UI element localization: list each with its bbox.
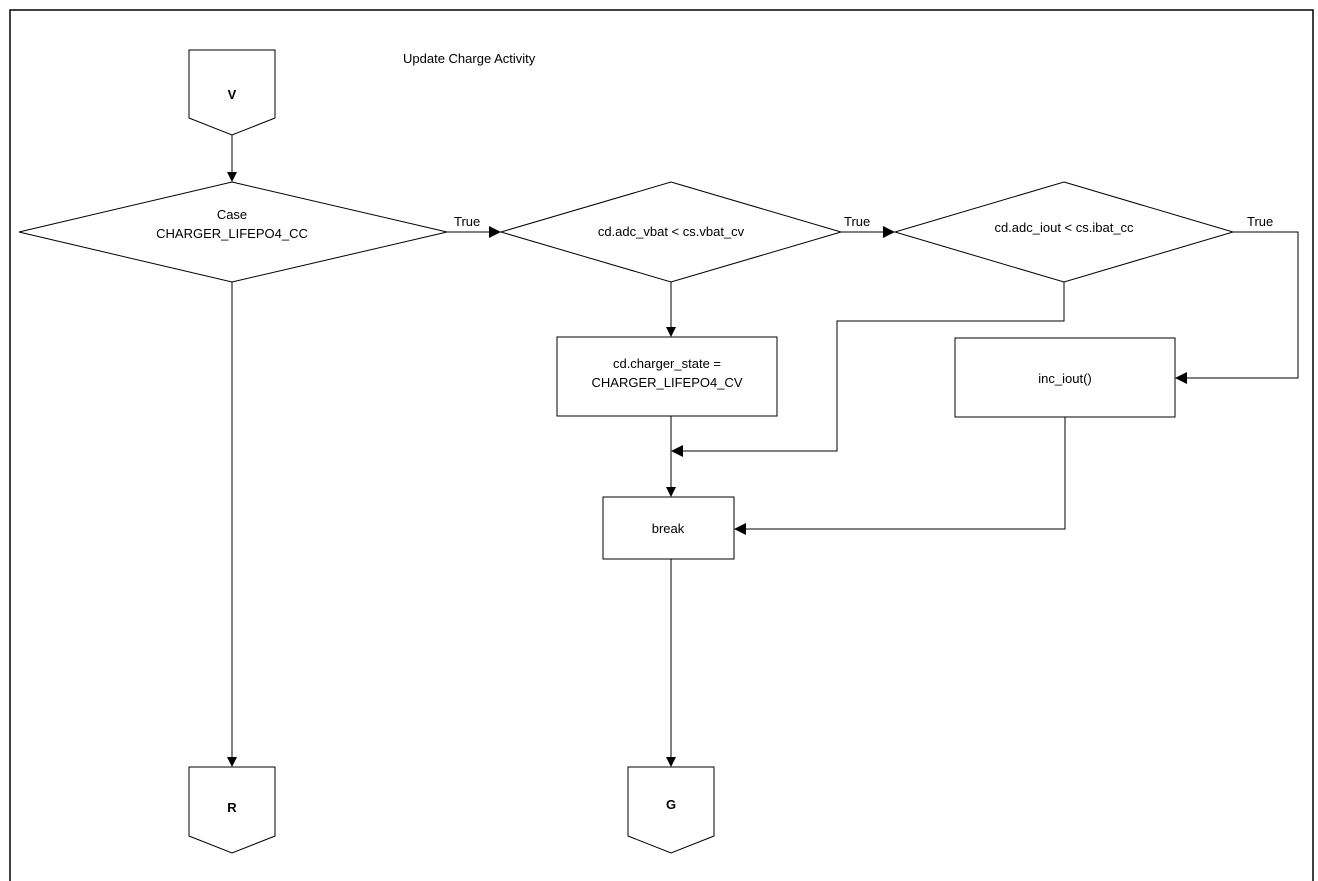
process-break-label: break — [652, 521, 685, 536]
arrowhead — [666, 757, 676, 767]
decision-case-line2: CHARGER_LIFEPO4_CC — [156, 226, 308, 241]
connector-r[interactable] — [188, 766, 276, 854]
connector-v-label: V — [228, 87, 237, 102]
connector-r-label: R — [227, 800, 237, 815]
edge-label-case-true: True — [454, 214, 480, 229]
connector-v[interactable] — [188, 49, 276, 136]
edge-label-iout-true: True — [1247, 214, 1273, 229]
connector-g-label: G — [666, 797, 676, 812]
arrowhead — [1175, 372, 1187, 384]
process-set-state-line1: cd.charger_state = — [613, 356, 721, 371]
arrowhead — [666, 327, 676, 337]
process-set-state[interactable] — [556, 336, 778, 417]
arrowhead — [489, 226, 501, 238]
edge-inc-to-break — [744, 417, 1066, 530]
diagram-frame — [9, 9, 1314, 881]
decision-vbat-label: cd.adc_vbat < cs.vbat_cv — [598, 224, 745, 239]
arrowhead — [883, 226, 895, 238]
arrowhead — [227, 757, 237, 767]
edge-iout-false-to-break-path — [681, 282, 1065, 452]
edge-iout-true-to-inc — [1185, 231, 1299, 379]
arrowhead — [734, 523, 746, 535]
process-inc-iout-label: inc_iout() — [1038, 371, 1091, 386]
diagram-title: Update Charge Activity — [403, 51, 536, 66]
decision-case-line1: Case — [217, 207, 247, 222]
edge-label-vbat-true: True — [844, 214, 870, 229]
arrowhead — [671, 445, 683, 457]
arrowhead — [227, 172, 237, 182]
process-set-state-line2: CHARGER_LIFEPO4_CV — [592, 375, 743, 390]
arrowhead — [666, 487, 676, 497]
process-break[interactable] — [602, 496, 735, 560]
connector-g[interactable] — [627, 766, 715, 854]
decision-iout-label: cd.adc_iout < cs.ibat_cc — [994, 220, 1134, 235]
process-inc-iout[interactable] — [954, 337, 1176, 418]
